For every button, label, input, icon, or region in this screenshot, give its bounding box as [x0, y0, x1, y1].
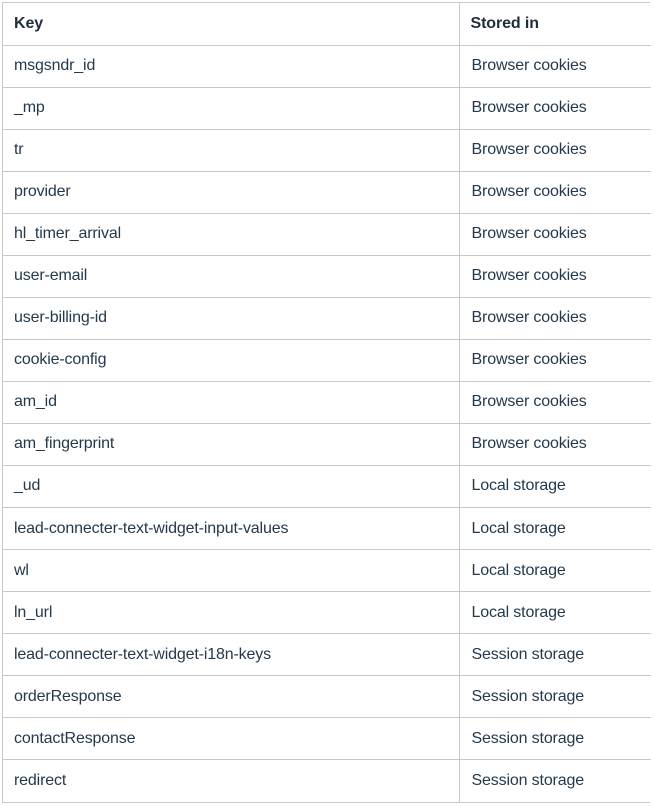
- cell-key: _mp: [3, 87, 460, 130]
- cell-stored-in: Browser cookies: [459, 381, 651, 424]
- cell-key: _ud: [3, 465, 460, 509]
- cell-stored-in: Session storage: [459, 717, 651, 761]
- cell-stored-in: Session storage: [471, 772, 585, 790]
- cell-stored-in: Session storage: [459, 633, 651, 677]
- cell-stored-in: Browser cookies: [459, 297, 651, 340]
- cell-key: lead-connecter-text-widget-input-values: [3, 507, 460, 551]
- cell-stored-in: Browser cookies: [459, 129, 651, 172]
- cell-key: am_id: [3, 381, 460, 424]
- cell-key: tr: [3, 129, 460, 172]
- cell-stored-in: Local storage: [459, 507, 651, 551]
- cell-key: contactResponse: [3, 717, 460, 761]
- cell-stored-in: Local storage: [459, 465, 651, 509]
- cell-key: wl: [3, 549, 460, 593]
- cell-key: orderResponse: [3, 675, 460, 719]
- cell-key: msgsndr_id: [3, 45, 460, 88]
- cell-key: am_fingerprint: [3, 423, 460, 466]
- cell-key: ln_url: [3, 591, 460, 635]
- table-header: Key Stored in: [3, 3, 651, 46]
- cell-stored-in: Browser cookies: [459, 87, 651, 130]
- table-header-row: Key Stored in: [3, 3, 651, 46]
- cell-stored-in: Browser cookies: [459, 423, 651, 466]
- cell-key: cookie-config: [3, 339, 460, 382]
- cell-key: user-billing-id: [3, 297, 460, 340]
- cell-stored-in: Browser cookies: [459, 213, 651, 256]
- cell-stored-in: Local storage: [459, 549, 651, 593]
- cell-key: redirect: [3, 759, 460, 802]
- cell-stored-in: Browser cookies: [459, 45, 651, 88]
- cell-stored-in: Browser cookies: [459, 339, 651, 382]
- cell-key: hl_timer_arrival: [3, 213, 460, 256]
- cell-stored-in: Session storage: [459, 675, 651, 719]
- cell-key: user-email: [3, 255, 460, 298]
- column-header-stored-in: Stored in: [459, 3, 651, 46]
- column-header-key: Key: [3, 3, 460, 46]
- cell-stored-in: Browser cookies: [459, 171, 651, 214]
- table-row: redirect Session storage: [3, 759, 651, 802]
- cell-stored-in: Browser cookies: [459, 255, 651, 298]
- cell-stored-in: Local storage: [459, 591, 651, 635]
- cell-key: provider: [3, 171, 460, 214]
- cell-key: lead-connecter-text-widget-i18n-keys: [3, 633, 460, 677]
